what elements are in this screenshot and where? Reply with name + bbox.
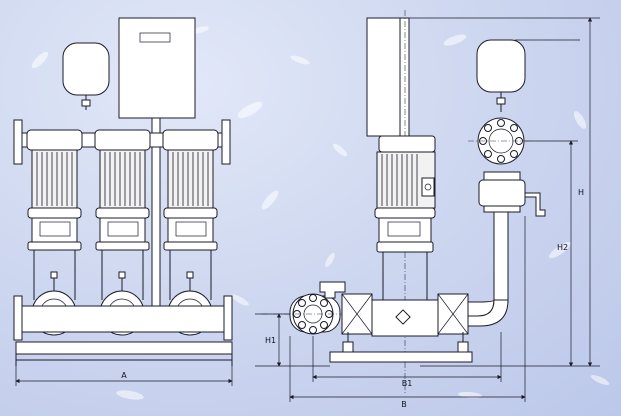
dimension-b1-label: B1 [402, 379, 413, 388]
expansion-vessel [62, 42, 110, 96]
dimension-h-label: H [578, 188, 584, 197]
dimension-h2-label: H2 [557, 243, 568, 252]
pump-3 [162, 129, 219, 336]
side-base-frame [329, 351, 473, 363]
side-view: H1 H H2 B1 B [255, 10, 600, 409]
pump-2 [94, 129, 151, 336]
vertical-pipe [493, 211, 509, 303]
pump-1 [26, 129, 83, 336]
dimension-h1-label: H1 [265, 336, 276, 345]
side-expansion-vessel [476, 39, 526, 93]
front-view: A [13, 17, 233, 386]
dimension-a-label: A [121, 371, 127, 380]
control-panel [118, 17, 196, 119]
terminal-box [421, 177, 435, 197]
base-frame [15, 341, 233, 355]
suction-manifold [19, 305, 227, 333]
dimension-b-label: B [401, 400, 407, 409]
check-valve [478, 179, 526, 207]
side-control-panel [366, 17, 410, 137]
